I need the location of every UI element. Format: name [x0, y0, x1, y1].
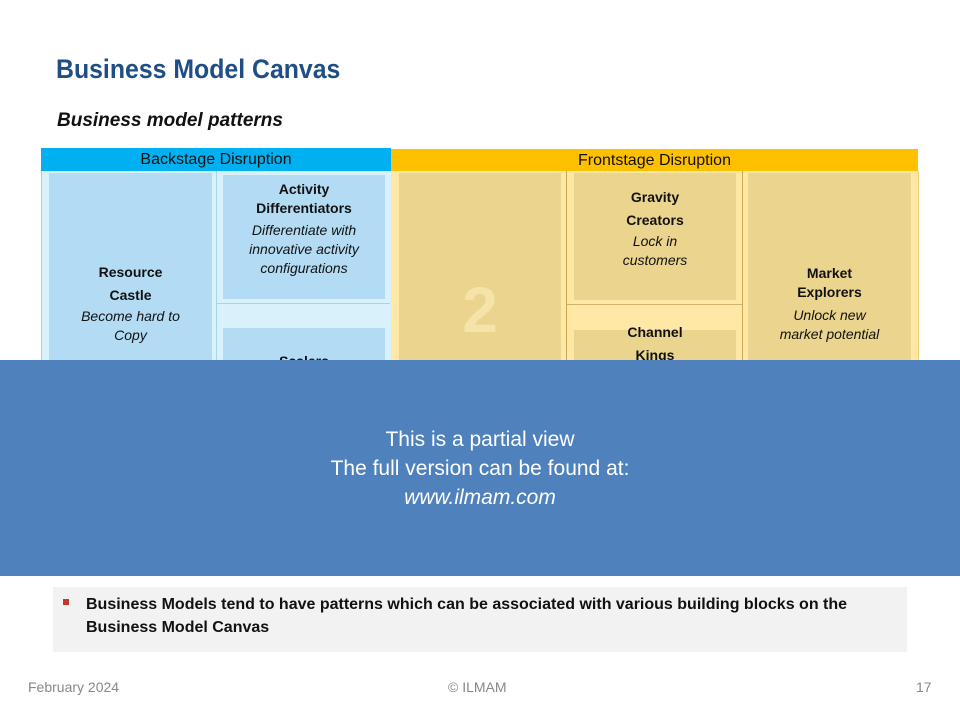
- activity-name-1: Activity: [278, 181, 330, 197]
- channel-name-2: Kings: [635, 347, 675, 363]
- frontstage-col-divider-2: [742, 171, 743, 371]
- activity-name-2: Differentiators: [256, 200, 352, 216]
- market-desc-1: Unlock new: [793, 307, 866, 323]
- gravity-desc-1: Lock in: [632, 233, 678, 249]
- channel-name-1: Channel: [627, 324, 683, 340]
- resource-castle-cell: Resource Castle Become hard to Copy: [49, 173, 212, 373]
- gravity-name-1: Gravity: [630, 189, 680, 205]
- backstage-header: Backstage Disruption: [41, 148, 391, 171]
- center-number: 2: [462, 274, 498, 346]
- market-name-1: Market: [806, 265, 853, 281]
- slide-title: Business Model Canvas: [56, 54, 341, 84]
- resource-castle-desc-2: Copy: [114, 327, 147, 343]
- footer-page-number: 17: [916, 679, 932, 695]
- backstage-row-divider: [216, 303, 390, 304]
- frontstage-header: Frontstage Disruption: [391, 149, 918, 172]
- slide-subtitle: Business model patterns: [57, 110, 283, 131]
- activity-desc-2: innovative activity: [249, 241, 359, 257]
- activity-desc-3: configurations: [260, 260, 348, 276]
- key-takeaway-text: Business Models tend to have patterns wh…: [86, 596, 848, 636]
- market-desc-2: market potential: [779, 326, 880, 342]
- value-proposition-cell: 2: [399, 173, 561, 373]
- overlay-line-2: The full version can be found at:: [330, 457, 630, 480]
- activity-differentiators-cell: Activity Differentiators Differentiate w…: [223, 175, 385, 299]
- gravity-creators-cell: Gravity Creators Lock in customers: [574, 173, 736, 300]
- key-takeaway-box: Business Models tend to have patterns wh…: [53, 587, 907, 652]
- frontstage-row-divider: [566, 304, 742, 305]
- gravity-name-2: Creators: [626, 212, 684, 228]
- footer-copyright: © ILMAM: [448, 679, 507, 695]
- activity-desc-1: Differentiate with: [251, 222, 357, 238]
- bullet-square-icon: [63, 599, 69, 605]
- backstage-col-divider: [216, 171, 217, 371]
- footer-date: February 2024: [28, 679, 120, 695]
- partial-view-overlay: This is a partial view The full version …: [0, 360, 960, 576]
- gravity-desc-2: customers: [622, 252, 688, 268]
- market-explorers-cell: Market Explorers Unlock new market poten…: [748, 173, 911, 373]
- overlay-line-1: This is a partial view: [385, 428, 575, 451]
- overlay-link[interactable]: www.ilmam.com: [404, 486, 556, 509]
- resource-castle-name-1: Resource: [98, 264, 163, 280]
- resource-castle-name-2: Castle: [109, 287, 152, 303]
- frontstage-col-divider-1: [566, 171, 567, 371]
- market-name-2: Explorers: [797, 284, 862, 300]
- resource-castle-desc-1: Become hard to: [81, 308, 180, 324]
